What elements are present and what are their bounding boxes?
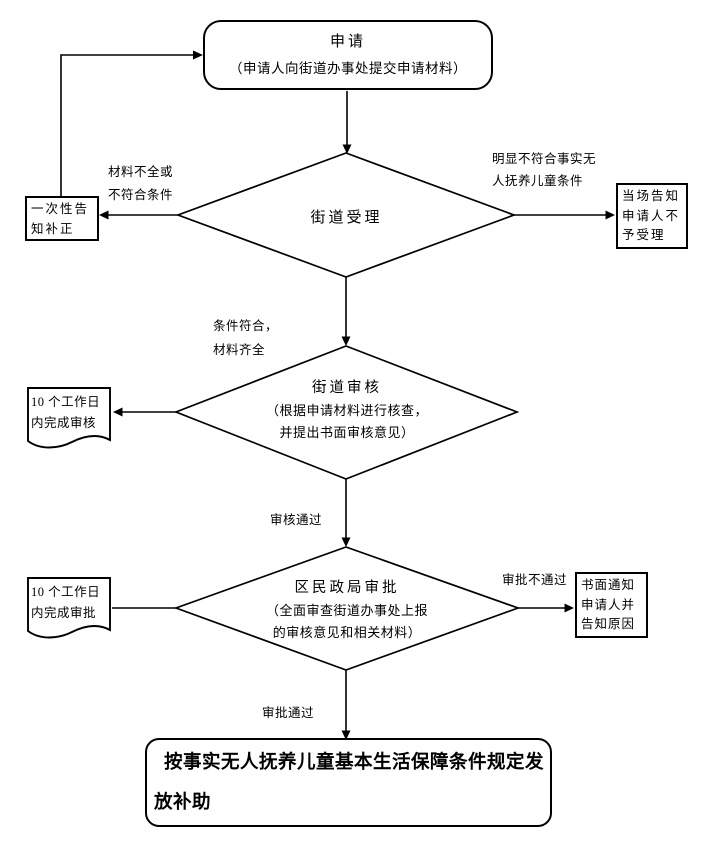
- diamond-street-review: [173, 345, 520, 480]
- arrowhead-into-notify: [564, 603, 574, 613]
- arrowhead-into-apply: [193, 50, 203, 60]
- node-notify-correct: 一次性告 知补正: [25, 196, 99, 241]
- diamond-street-accept: [175, 152, 517, 278]
- document-approve-deadline: [27, 577, 111, 639]
- node-street-review-subtitle: （根据申请材料进行核查， 并提出书面审核意见）: [265, 403, 428, 440]
- node-reject-onsite: 当场告知 申请人不 予受理: [616, 183, 688, 249]
- edge-label-approve-pass: 审批通过: [262, 706, 315, 720]
- node-bureau-approve-title: 区民政局审批: [294, 580, 400, 596]
- arrowhead-into-grant: [341, 730, 351, 740]
- edge-label-eligible: 条件符合， 材料齐全: [213, 319, 279, 357]
- arrowhead-into-accept: [342, 144, 352, 154]
- arrowhead-into-approve: [341, 537, 351, 547]
- node-street-accept-label: 街道受理: [310, 210, 383, 226]
- node-bureau-approve: 区民政局审批 （全面审查街道办事处上报 的审核意见和相关材料）: [197, 577, 497, 644]
- diamond-bureau-approve: [173, 546, 521, 671]
- edge-label-review-pass: 审核通过: [270, 513, 323, 527]
- edge-label-not-eligible: 明显不符合事实无 人抚养儿童条件: [492, 152, 597, 188]
- arrowhead-into-reject: [605, 210, 615, 220]
- arrowhead-into-review: [341, 336, 351, 346]
- node-grant: 按事实无人抚养儿童基本生活保障条件规定发 放补助: [145, 738, 552, 827]
- node-notify-reason: 书面通知 申请人并 告知原因: [575, 572, 648, 638]
- node-bureau-approve-subtitle: （全面审查街道办事处上报 的审核意见和相关材料）: [265, 603, 428, 640]
- node-approve-deadline: 10 个工作日 内完成审批: [31, 585, 101, 620]
- edge-label-incomplete: 材料不全或 不符合条件: [108, 165, 174, 202]
- node-street-review: 街道审核 （根据申请材料进行核查， 并提出书面审核意见）: [197, 377, 497, 444]
- document-review-deadline: [27, 387, 111, 449]
- node-apply: 申请 （申请人向街道办事处提交申请材料）: [203, 20, 493, 90]
- connector-correct-to-apply: [60, 54, 196, 196]
- arrowhead-into-review-deadline: [113, 407, 123, 417]
- node-apply-subtitle: （申请人向街道办事处提交申请材料）: [229, 60, 467, 76]
- edge-label-approve-fail: 审批不通过: [502, 573, 568, 587]
- node-street-review-title: 街道审核: [312, 380, 382, 396]
- node-apply-title: 申请: [329, 33, 366, 50]
- node-grant-text: 按事实无人抚养儿童基本生活保障条件规定发 放补助: [154, 753, 545, 813]
- node-review-deadline: 10 个工作日 内完成审核: [31, 395, 101, 430]
- arrowhead-into-correct: [99, 210, 109, 220]
